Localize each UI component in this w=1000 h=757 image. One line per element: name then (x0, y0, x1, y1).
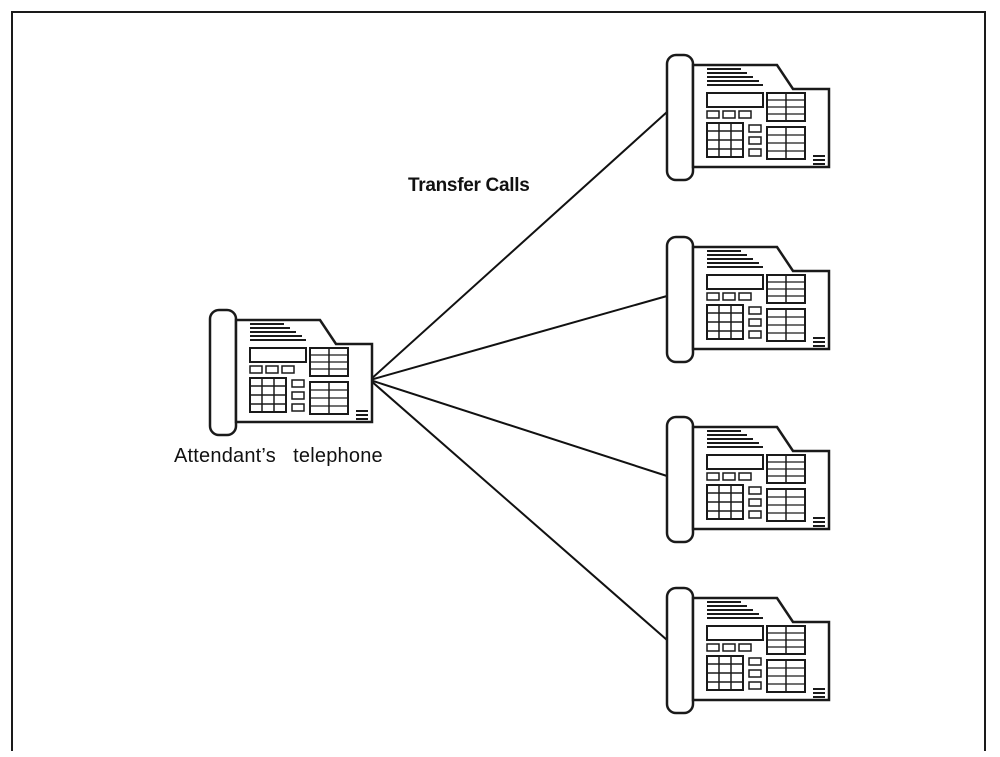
transfer-calls-label: Transfer Calls (408, 175, 530, 196)
attendant-telephone-label: Attendant’s telephone (174, 445, 383, 467)
telephone-icon-4 (665, 586, 831, 715)
connection-line-1 (369, 111, 668, 381)
attendant-telephone-icon (208, 308, 374, 437)
telephone-icon-1 (665, 53, 831, 182)
connection-line-3 (369, 379, 668, 477)
connection-line-2 (369, 295, 668, 381)
telephone-icon-3 (665, 415, 831, 544)
diagram-frame (11, 11, 986, 751)
telephone-icon-2 (665, 235, 831, 364)
connection-line-4 (369, 379, 668, 641)
